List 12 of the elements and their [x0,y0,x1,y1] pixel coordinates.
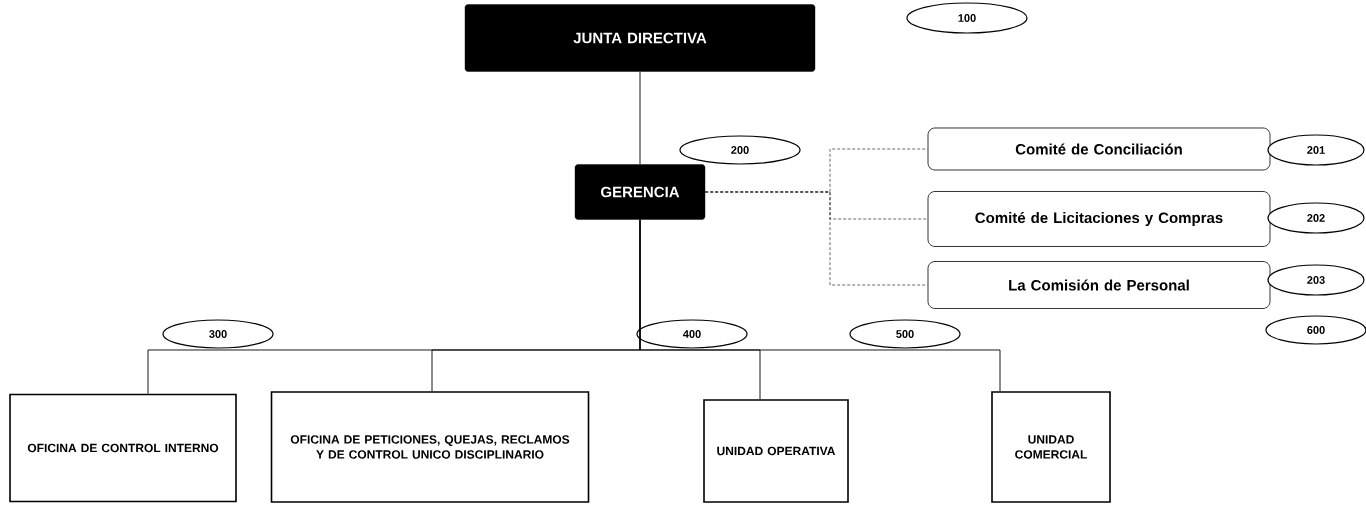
header-box: GERENCIA [574,164,706,220]
unit-box: UNIDAD OPERATIVA [703,399,849,503]
unit-box: OFICINA DE CONTROL INTERNO [9,393,237,503]
connector-line [704,191,928,286]
node-label: 203 [1307,276,1325,284]
node-label: 202 [1307,214,1325,222]
connector-line [639,219,1001,392]
unit-box: UNIDAD COMERCIAL [991,391,1111,503]
header-box: JUNTA DIRECTIVA [464,4,816,72]
connector-line [639,71,641,165]
node-label: 201 [1307,146,1325,154]
unit-box: OFICINA DE PETICIONES, QUEJAS, RECLAMOS Y DE CONTROL UNICO DISCIPLINARIO [270,391,590,503]
